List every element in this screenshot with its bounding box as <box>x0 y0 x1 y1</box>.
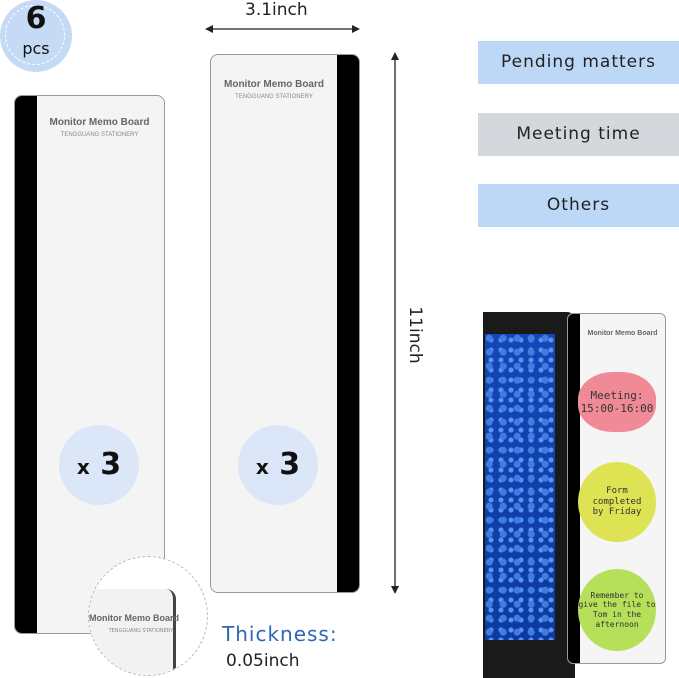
black-strip <box>337 55 359 592</box>
label-meeting-time: Meeting time <box>478 113 679 156</box>
sticky-note-meeting: Meeting:15:00-16:00 <box>578 372 656 432</box>
quantity: 3 <box>279 447 301 482</box>
quantity-badge-left: x 3 <box>59 425 139 505</box>
pieces-badge: 6 pcs <box>0 0 72 72</box>
quantity-badge-right: x 3 <box>238 425 318 505</box>
board-title: Monitor Memo Board <box>587 330 658 337</box>
black-strip <box>15 96 37 633</box>
board-title: Monitor Memo Board <box>49 117 150 128</box>
monitor-frame <box>483 312 575 678</box>
board-title: Monitor Memo Board <box>89 613 179 623</box>
note-line: give the file to <box>578 600 656 610</box>
label-others: Others <box>478 184 679 227</box>
board-title: Monitor Memo Board <box>224 79 324 90</box>
note-line: afternoon <box>595 619 639 629</box>
memo-board-left: Monitor Memo Board TENGGUANG STATIONERY <box>14 95 165 634</box>
note-line: Form <box>606 485 628 496</box>
badge-count: 6 <box>25 1 47 36</box>
width-label: 3.1inch <box>245 0 308 20</box>
badge-ring <box>5 5 65 65</box>
note-line: by Friday <box>592 507 642 518</box>
board-brand: TENGGUANG STATIONERY <box>235 94 313 100</box>
thickness-magnifier: Monitor Memo Board TENGGUANG STATIONERY <box>88 556 208 676</box>
memo-board-right: Monitor Memo Board TENGGUANG STATIONERY <box>210 54 360 593</box>
thickness-value: 0.05inch <box>226 651 300 671</box>
note-line: completed <box>592 496 642 507</box>
badge-unit: pcs <box>22 39 50 58</box>
note-line: 15:00-16:00 <box>580 402 654 415</box>
times-sign: x <box>76 455 90 479</box>
memo-board-mounted: Monitor Memo Board Meeting:15:00-16:00 F… <box>567 313 666 664</box>
times-sign: x <box>255 455 269 479</box>
note-line: Remember to <box>590 590 644 600</box>
note-line: Tom in the <box>592 610 642 619</box>
label-pending-matters: Pending matters <box>478 41 679 84</box>
quantity: 3 <box>100 447 122 482</box>
board-brand: TENGGUANG STATIONERY <box>60 132 139 138</box>
note-line: Meeting: <box>590 388 644 402</box>
board-brand: TENGGUANG STATIONERY <box>108 628 173 634</box>
black-strip <box>568 314 580 663</box>
width-arrow-icon <box>205 25 360 33</box>
thickness-label: Thickness: <box>222 622 338 646</box>
height-arrow-icon <box>391 52 399 594</box>
monitor-screen <box>485 334 555 640</box>
height-label: 11inch <box>405 306 425 364</box>
